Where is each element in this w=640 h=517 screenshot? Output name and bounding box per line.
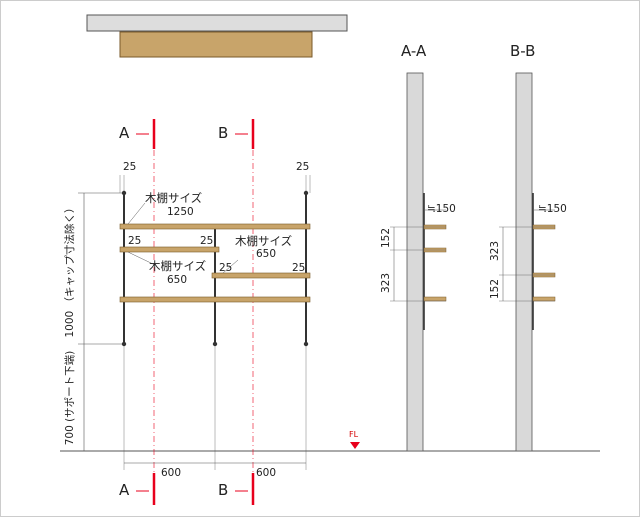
shelf1-size: 1250 bbox=[167, 206, 194, 218]
aa-depth: ≒150 bbox=[427, 203, 456, 215]
fl-marker-icon bbox=[350, 442, 360, 449]
leader-shelf2 bbox=[127, 251, 156, 266]
shelf1-name: 木棚サイズ bbox=[145, 191, 203, 205]
dim-low-left-25: 25 bbox=[219, 262, 233, 274]
shelf2-name: 木棚サイズ bbox=[149, 259, 207, 273]
dim-low-right-25: 25 bbox=[292, 262, 306, 274]
leader-shelf1 bbox=[127, 202, 146, 225]
leader-shelf3 bbox=[222, 259, 239, 274]
rail-foot-left-icon bbox=[121, 341, 127, 347]
bb-dim-323: 323 bbox=[488, 240, 501, 262]
section-label-b-bottom: B bbox=[218, 481, 229, 499]
floor-level-label: FL bbox=[349, 430, 359, 439]
shelf-aa-3 bbox=[423, 296, 447, 302]
bb-dim-152: 152 bbox=[488, 278, 501, 300]
aa-dim-152: 152 bbox=[379, 227, 392, 249]
rail-foot-center-icon bbox=[212, 341, 218, 347]
shelf-1250 bbox=[119, 223, 311, 230]
shelf-650-left bbox=[119, 246, 220, 253]
dim-width-left: 600 bbox=[161, 467, 182, 479]
dim-top-right-25: 25 bbox=[296, 161, 310, 173]
dim-height-cap: 1000 （キャップ寸法除く） bbox=[63, 202, 76, 338]
section-label-a-top: A bbox=[119, 124, 130, 142]
dim-mid-right-25: 25 bbox=[200, 235, 214, 247]
section-label-b-top: B bbox=[218, 124, 229, 142]
bb-depth: ≒150 bbox=[538, 203, 567, 215]
shelf2-size: 650 bbox=[167, 274, 188, 286]
wall-bb bbox=[515, 72, 533, 452]
dim-top-left-25: 25 bbox=[123, 161, 137, 173]
shelf-bottom bbox=[119, 296, 311, 303]
aa-dim-323: 323 bbox=[379, 272, 392, 294]
shelf3-size: 650 bbox=[256, 248, 277, 260]
dim-height-support: 700 (サポート下端) bbox=[63, 350, 76, 446]
shelf-650-right bbox=[211, 272, 311, 279]
section-label-a-bottom: A bbox=[119, 481, 130, 499]
view-title-bb: B-B bbox=[510, 42, 536, 60]
rail-cap-right-icon bbox=[303, 190, 309, 196]
ceiling-panel bbox=[86, 14, 348, 32]
view-title-aa: A-A bbox=[401, 42, 427, 60]
ceiling-wood-block bbox=[119, 31, 313, 58]
shelf-bb-3 bbox=[532, 296, 556, 302]
dim-width-right: 600 bbox=[256, 467, 277, 479]
rail-foot-right-icon bbox=[303, 341, 309, 347]
shelf3-name: 木棚サイズ bbox=[235, 234, 293, 248]
dim-mid-left-25: 25 bbox=[128, 235, 142, 247]
wall-aa bbox=[406, 72, 424, 452]
rail-cap-left-icon bbox=[121, 190, 127, 196]
